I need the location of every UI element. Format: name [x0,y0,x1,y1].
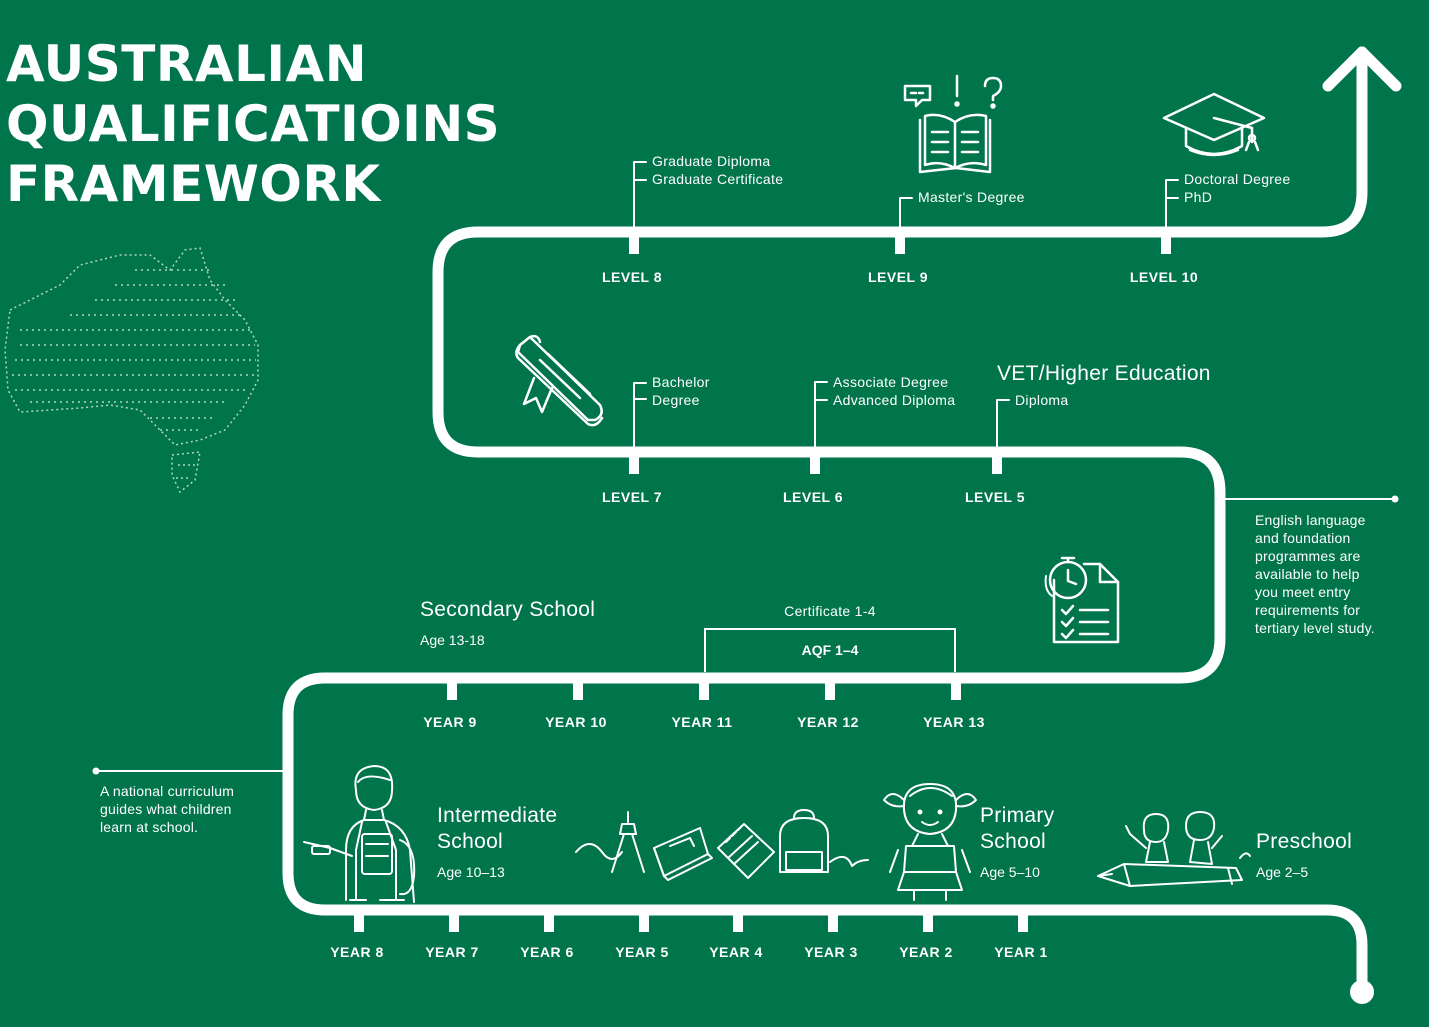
year-2-label: YEAR 2 [899,944,953,960]
qualification-text: Bachelor [652,374,710,390]
year-12-label: YEAR 12 [797,714,859,730]
level-6-label: LEVEL 6 [782,489,844,505]
page-title: AUSTRALIAN QUALIFICATIOINS FRAMEWORK [6,34,500,214]
australia-map-icon [4,247,259,494]
year-11-label: YEAR 11 [671,714,733,730]
diploma-scroll-icon [515,334,604,427]
note-line: programmes are [1255,548,1361,564]
children-pencil-icon [1097,811,1251,887]
note-line: available to help [1255,566,1360,582]
vet-heading: VET/Higher Education [997,362,1211,385]
year-8-label: YEAR 8 [330,944,384,960]
year-9-label: YEAR 9 [423,714,477,730]
primary-school-age: Age 5–10 [980,864,1040,880]
level-8-qualifications: Graduate Diploma Graduate Certificate [652,152,783,188]
stage-name-line: School [437,830,504,853]
primary-school-heading: Primary School [980,803,1054,855]
intermediate-school-heading: Intermediate School [437,803,557,855]
qualification-text: Master's Degree [918,189,1025,205]
note-line: you meet entry [1255,584,1351,600]
note-line: guides what children [100,801,232,817]
year-13-label: YEAR 13 [923,714,985,730]
year-4-label: YEAR 4 [709,944,763,960]
clock-checklist-icon [1044,556,1120,644]
secondary-school-age: Age 13-18 [420,632,485,648]
qualification-text: Graduate Diploma [652,153,771,169]
title-line-3: FRAMEWORK [6,155,381,213]
note-line: A national curriculum [100,783,235,799]
qualification-text: Graduate Certificate [652,171,784,187]
qualification-text: PhD [1184,189,1213,205]
year-3-label: YEAR 3 [804,944,858,960]
certificate-caption: Certificate 1-4 [784,603,876,619]
start-dot [1350,980,1374,1004]
level-6-qualifications: Associate Degree Advanced Diploma [833,373,955,409]
year-1-label: YEAR 1 [994,944,1048,960]
english-note: English language and foundation programm… [1255,511,1375,637]
level-10-qualifications: Doctoral Degree PhD [1184,170,1290,206]
school-supplies-icon [575,809,869,881]
title-line-2: QUALIFICATIOINS [6,95,501,153]
aqf-box: AQF 1–4 [704,628,956,672]
qualification-text: Advanced Diploma [833,392,956,408]
girl-icon [883,783,977,901]
level-9-label: LEVEL 9 [867,269,929,285]
title-line-1: AUSTRALIAN [6,35,368,93]
level-8-label: LEVEL 8 [601,269,663,285]
note-line: learn at school. [100,819,199,835]
graduation-cap-icon [1162,92,1266,157]
intermediate-school-age: Age 10–13 [437,864,505,880]
note-line: tertiary level study. [1255,620,1375,636]
curriculum-note: A national curriculum guides what childr… [100,782,234,836]
level-7-label: LEVEL 7 [601,489,663,505]
note-line: requirements for [1255,602,1361,618]
level-7-qualifications: Bachelor Degree [652,373,710,409]
level-5-label: LEVEL 5 [964,489,1026,505]
level-5-qualifications: Diploma [1015,391,1068,409]
year-7-label: YEAR 7 [425,944,479,960]
stage-name-line: Primary [980,804,1055,827]
arrow-up-icon [1322,46,1402,92]
note-line: English language [1255,512,1366,528]
stage-name-line: School [980,830,1047,853]
note-line: and foundation [1255,530,1351,546]
qualification-text: Associate Degree [833,374,949,390]
preschool-age: Age 2–5 [1256,864,1309,880]
qualification-text: Doctoral Degree [1184,171,1291,187]
year-10-label: YEAR 10 [545,714,607,730]
stage-name-line: Intermediate [437,804,558,827]
level-9-qualifications: Master's Degree [918,188,1025,206]
student-boy-icon [303,765,416,903]
year-5-label: YEAR 5 [615,944,669,960]
qualification-text: Diploma [1015,392,1069,408]
level-10-label: LEVEL 10 [1129,269,1199,285]
aqf-label: AQF 1–4 [801,642,859,658]
secondary-school-heading: Secondary School [420,598,596,621]
book-question-icon [903,74,1003,174]
year-6-label: YEAR 6 [520,944,574,960]
qualification-text: Degree [652,392,700,408]
pathway-line [282,46,1368,986]
preschool-heading: Preschool [1256,830,1353,853]
